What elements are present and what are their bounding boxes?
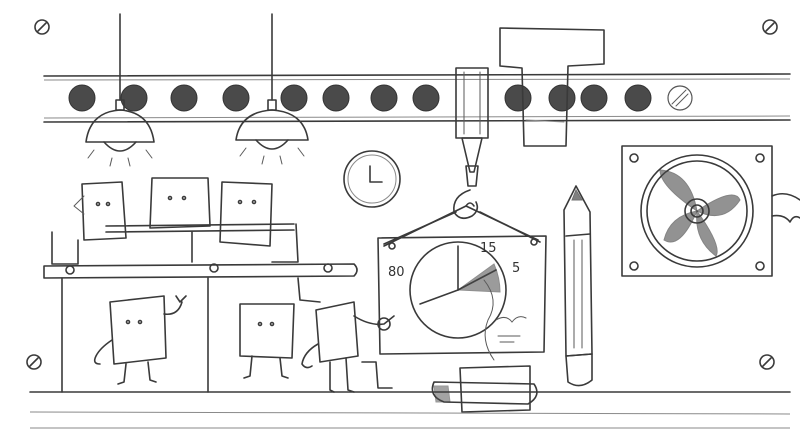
laptop-icon <box>431 365 538 413</box>
fan-icon <box>621 145 800 277</box>
chart-label-top: 15 <box>480 241 497 256</box>
box-character <box>239 303 295 379</box>
lamp-icon <box>235 13 309 165</box>
chair-character <box>219 181 299 263</box>
box-character-presenter <box>301 301 395 393</box>
rail-holes <box>68 84 693 112</box>
floor-line <box>29 391 791 429</box>
chart-board: 15 5 80 <box>377 235 547 361</box>
pie-chart-icon <box>409 241 507 339</box>
screw-icon <box>26 354 42 370</box>
clock-icon <box>343 150 401 208</box>
chart-label-right: 5 <box>512 261 520 276</box>
chart-label-left: 80 <box>388 265 405 280</box>
chair-character <box>51 181 127 265</box>
screw-icon <box>34 19 50 35</box>
conference-table <box>105 223 295 263</box>
screw-icon <box>759 354 775 370</box>
screw-icon <box>762 19 778 35</box>
pencil-icon <box>563 185 593 387</box>
top-rail <box>43 73 791 123</box>
crane-hook-icon <box>383 67 541 247</box>
crane-bracket <box>499 27 605 147</box>
counter-shelf <box>43 263 358 393</box>
chair-character <box>149 177 211 229</box>
lamp-icon <box>85 13 155 167</box>
box-character-waving <box>93 295 187 385</box>
